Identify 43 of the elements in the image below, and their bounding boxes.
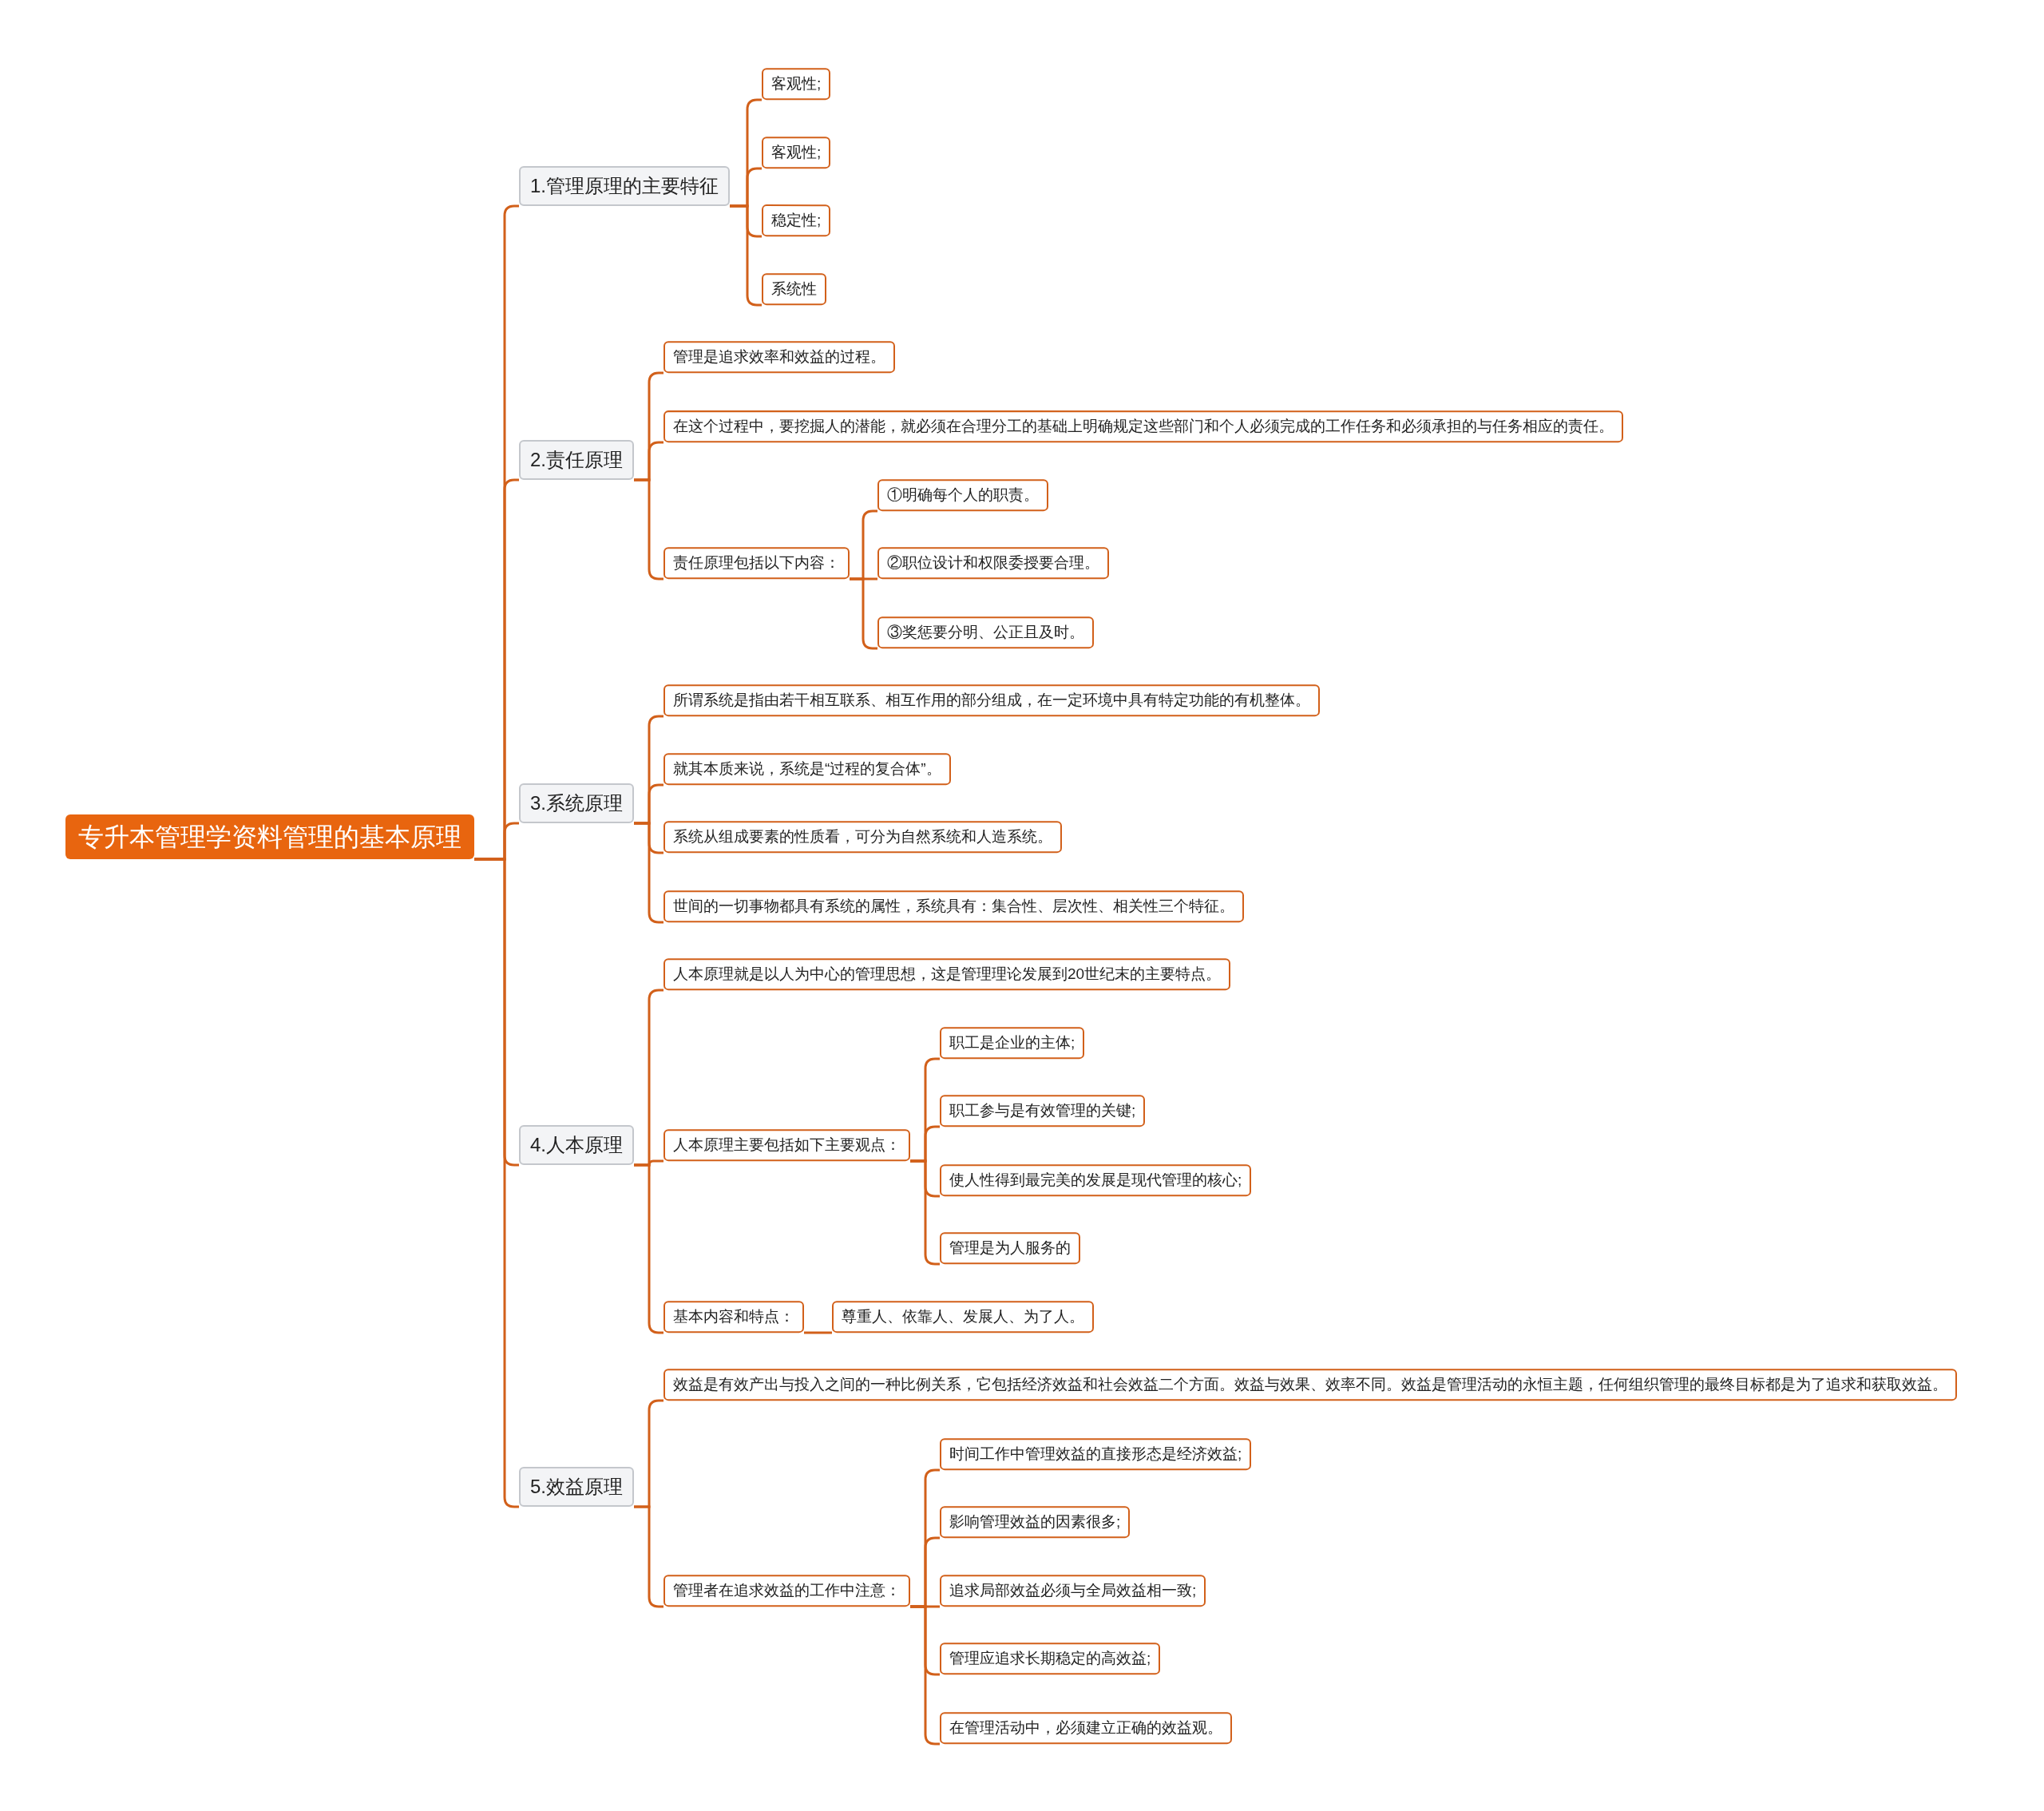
subtopic-box: 系统性 — [762, 273, 826, 305]
subtopic-box: ①明确每个人的职责。 — [877, 479, 1048, 511]
subtopic-box: 在管理活动中，必须建立正确的效益观。 — [940, 1712, 1232, 1744]
subtopic-box: 尊重人、依靠人、发展人、为了人。 — [832, 1301, 1094, 1333]
subtopic-box: 客观性; — [762, 68, 831, 100]
connector — [850, 577, 877, 650]
connector — [804, 1331, 832, 1334]
subtopic-box: 影响管理效益的因素很多; — [940, 1506, 1131, 1538]
subtopic-box: 管理者在追求效益的工作中注意： — [664, 1575, 910, 1607]
subtopic-box: 系统从组成要素的性质看，可分为自然系统和人造系统。 — [664, 821, 1062, 853]
branch-topic: 3.系统原理 — [519, 783, 634, 823]
subtopic-box: 使人性得到最完美的发展是现代管理的核心; — [940, 1164, 1252, 1196]
connector — [634, 822, 664, 924]
subtopic-box: 追求局部效益必须与全局效益相一致; — [940, 1575, 1206, 1607]
subtopic-box: 责任原理包括以下内容： — [664, 547, 850, 579]
subtopic-box: 管理是追求效率和效益的过程。 — [664, 341, 895, 373]
subtopic-box: 在这个过程中，要挖掘人的潜能，就必须在合理分工的基础上明确规定这些部门和个人必须完成的工作任务和必须承担的与任务相应的责任。 — [664, 410, 1623, 442]
branch-topic: 2.责任原理 — [519, 440, 634, 480]
subtopic-box: 所谓系统是指由若干相互联系、相互作用的部分组成，在一定环境中具有特定功能的有机整体。 — [664, 684, 1320, 716]
connector — [730, 204, 762, 307]
subtopic-box: ②职位设计和权限委授要合理。 — [877, 547, 1109, 579]
subtopic-box: 人本原理主要包括如下主要观点： — [664, 1129, 910, 1161]
subtopic-box: 职工参与是有效管理的关键; — [940, 1095, 1146, 1127]
connector — [910, 1605, 940, 1746]
subtopic-box: 人本原理就是以人为中心的管理思想，这是管理理论发展到20世纪末的主要特点。 — [664, 958, 1231, 990]
subtopic-box: ③奖惩要分明、公正且及时。 — [877, 616, 1094, 648]
subtopic-box: 就其本质来说，系统是“过程的复合体”。 — [664, 753, 951, 785]
subtopic-box: 稳定性; — [762, 204, 831, 236]
connector — [634, 1505, 664, 1608]
branch-topic: 5.效益原理 — [519, 1467, 634, 1507]
branch-topic: 1.管理原理的主要特征 — [519, 166, 730, 206]
subtopic-box: 管理应追求长期稳定的高效益; — [940, 1643, 1161, 1674]
connector — [910, 1159, 940, 1266]
branch-topic: 4.人本原理 — [519, 1125, 634, 1165]
connector — [634, 478, 664, 581]
subtopic-box: 世间的一切事物都具有系统的属性，系统具有：集合性、层次性、相关性三个特征。 — [664, 890, 1244, 922]
subtopic-box: 时间工作中管理效益的直接形态是经济效益; — [940, 1438, 1252, 1470]
subtopic-box: 管理是为人服务的 — [940, 1232, 1080, 1264]
root-topic: 专升本管理学资料管理的基本原理 — [65, 814, 474, 859]
subtopic-box: 基本内容和特点： — [664, 1301, 804, 1333]
subtopic-box: 职工是企业的主体; — [940, 1027, 1085, 1059]
subtopic-box: 客观性; — [762, 137, 831, 168]
subtopic-box: 效益是有效产出与投入之间的一种比例关系，它包括经济效益和社会效益二个方面。效益与效果、效率不同。效益是管理活动的永恒主题，任何组织管理的最终目标都是为了追求和获取效益。 — [664, 1369, 1957, 1401]
